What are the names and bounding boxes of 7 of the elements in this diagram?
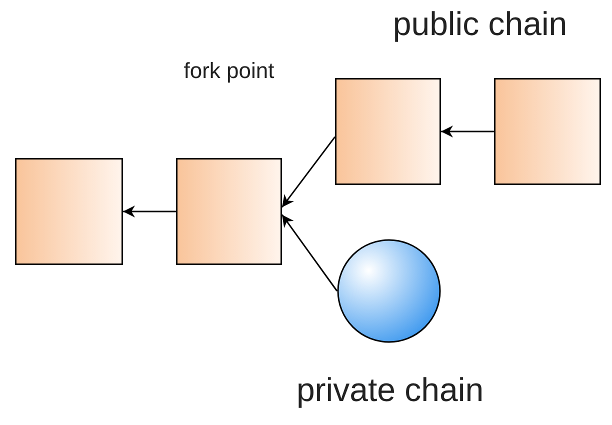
arrow	[123, 206, 176, 218]
arrow	[441, 126, 494, 138]
arrow	[281, 214, 338, 292]
node-caption: fork point	[182, 58, 276, 84]
arrow	[281, 136, 336, 208]
node-caption: private chain	[295, 370, 485, 410]
chain-label: public chain	[392, 4, 568, 44]
